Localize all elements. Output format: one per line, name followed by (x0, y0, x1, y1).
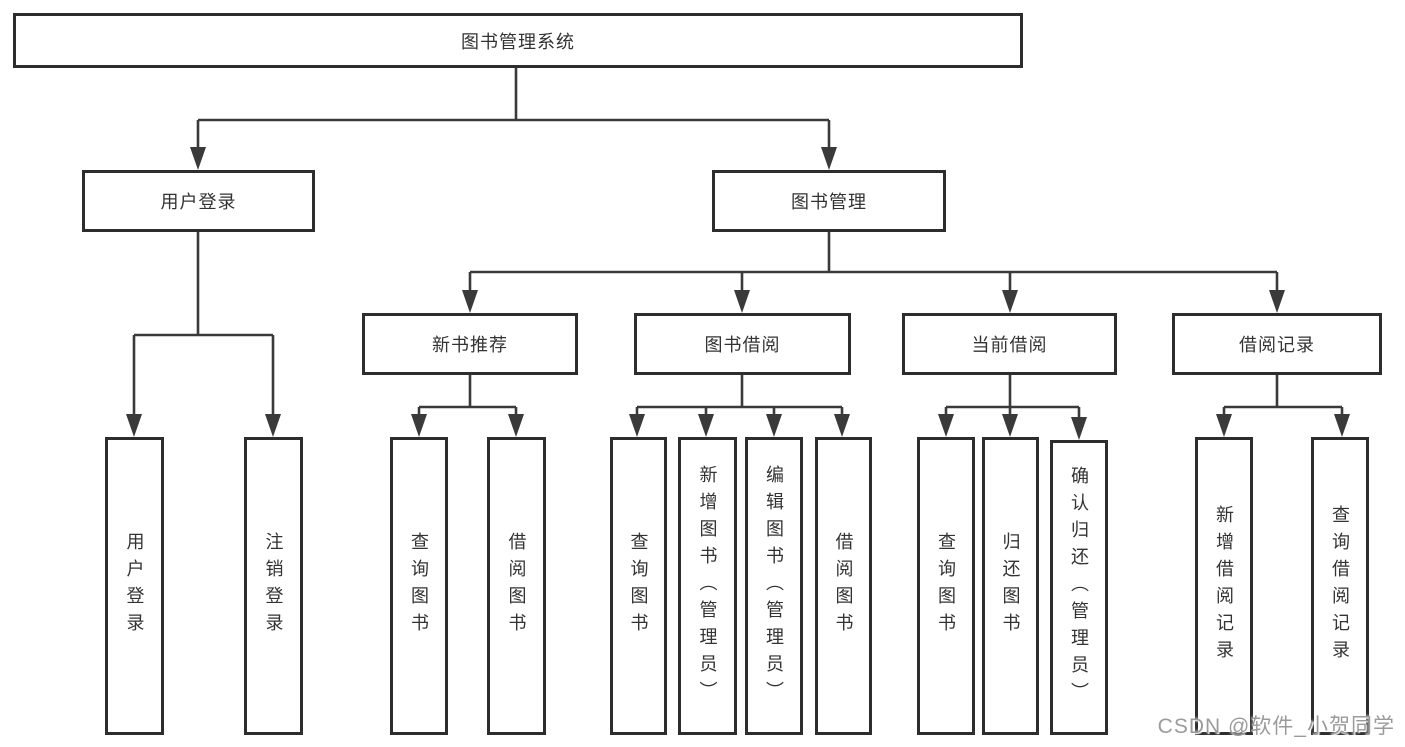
node-current-borrow: 当前借阅 (902, 313, 1117, 375)
arrowheads (126, 147, 1350, 440)
node-book-management: 图书管理 (712, 170, 946, 232)
leaf-user-login: 用户登录 (105, 437, 164, 735)
node-new-book-recommend: 新书推荐 (362, 313, 578, 375)
leaf-add-book-admin: 新增图书（管理员） (678, 437, 737, 735)
node-book-borrow: 图书借阅 (634, 313, 851, 375)
leaf-add-borrow-record: 新增借阅记录 (1195, 437, 1253, 735)
leaf-logout: 注销登录 (244, 437, 303, 735)
leaf-search-book-current: 查询图书 (917, 437, 975, 735)
node-user-login: 用户登录 (82, 170, 315, 232)
leaf-edit-book-admin: 编辑图书（管理员） (745, 437, 803, 735)
node-borrow-record: 借阅记录 (1172, 313, 1382, 375)
node-root-system: 图书管理系统 (13, 13, 1023, 68)
leaf-search-borrow-record: 查询借阅记录 (1311, 437, 1369, 735)
leaf-borrow-book-rec: 借阅图书 (487, 437, 546, 735)
leaf-search-book: 查询图书 (610, 437, 667, 735)
leaf-borrow-book: 借阅图书 (815, 437, 872, 735)
leaf-search-book-rec: 查询图书 (390, 437, 448, 735)
leaf-confirm-return-admin: 确认归还（管理员） (1050, 440, 1108, 735)
leaf-return-book: 归还图书 (982, 437, 1039, 735)
csdn-watermark: CSDN @软件_小贺同学 (1157, 715, 1395, 738)
